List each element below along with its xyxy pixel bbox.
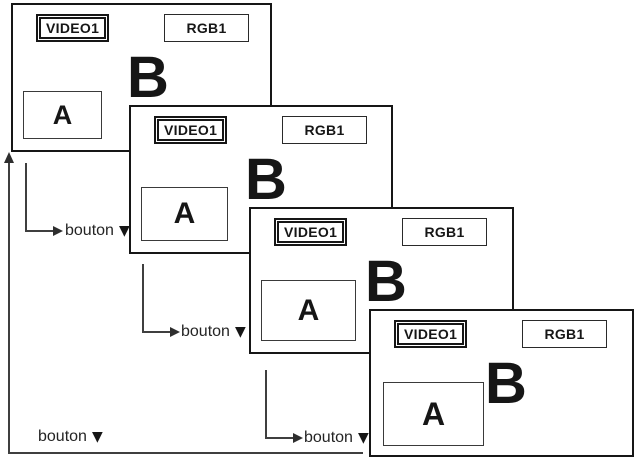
connector-3-horizontal-line bbox=[265, 437, 294, 439]
main-picture-letter: B bbox=[245, 147, 287, 212]
pip-source-badge: VIDEO1 bbox=[394, 320, 468, 348]
main-source-label: RGB1 bbox=[304, 122, 345, 138]
button-label-text: bouton bbox=[181, 323, 230, 340]
main-source-label: RGB1 bbox=[424, 224, 465, 240]
pip-source-badge: VIDEO1 bbox=[274, 218, 348, 246]
pip-source-label: VIDEO1 bbox=[46, 20, 100, 36]
main-source-badge: RGB1 bbox=[164, 14, 249, 42]
pip-window: A bbox=[261, 280, 356, 341]
pip-source-badge: VIDEO1 bbox=[154, 116, 228, 144]
button-label-text: bouton bbox=[304, 429, 353, 446]
connector-1-vertical-line bbox=[25, 163, 27, 232]
pip-source-badge-frame: VIDEO1 bbox=[39, 17, 107, 39]
pip-window: A bbox=[23, 91, 102, 139]
button-label-text: bouton bbox=[65, 222, 114, 239]
pip-source-label: VIDEO1 bbox=[404, 326, 458, 342]
pip-picture-letter: A bbox=[52, 99, 73, 130]
main-picture-letter: B bbox=[127, 45, 169, 110]
main-picture-letter: B bbox=[365, 249, 407, 314]
main-source-badge: RGB1 bbox=[522, 320, 607, 348]
pip-source-label: VIDEO1 bbox=[284, 224, 338, 240]
down-triangle-icon: ▼ bbox=[118, 223, 130, 239]
arrowhead-right-icon bbox=[293, 433, 303, 443]
pip-source-badge: VIDEO1 bbox=[36, 14, 110, 42]
pip-picture-letter: A bbox=[173, 197, 196, 230]
pip-window: A bbox=[141, 187, 228, 241]
arrowhead-right-icon bbox=[170, 327, 180, 337]
main-source-badge: RGB1 bbox=[282, 116, 367, 144]
pip-source-badge-frame: VIDEO1 bbox=[277, 221, 345, 243]
down-triangle-icon: ▼ bbox=[91, 429, 103, 445]
arrowhead-right-icon bbox=[53, 226, 63, 236]
button-down-label: bouton▼ bbox=[304, 429, 369, 447]
pip-source-badge-frame: VIDEO1 bbox=[157, 119, 225, 141]
cycle-return-horizontal-line bbox=[8, 452, 363, 454]
arrowhead-up-icon bbox=[4, 152, 14, 163]
main-source-badge: RGB1 bbox=[402, 218, 487, 246]
connector-1-horizontal-line bbox=[25, 230, 54, 232]
main-source-label: RGB1 bbox=[544, 326, 585, 342]
pip-source-badge-frame: VIDEO1 bbox=[397, 323, 465, 345]
button-label-text: bouton bbox=[38, 428, 87, 445]
screen-state-4: VIDEO1 RGB1 B A bbox=[369, 309, 634, 457]
pip-source-label: VIDEO1 bbox=[164, 122, 218, 138]
pip-picture-letter: A bbox=[421, 395, 446, 432]
pip-window: A bbox=[383, 382, 484, 446]
connector-2-horizontal-line bbox=[142, 331, 171, 333]
main-picture-letter: B bbox=[485, 351, 527, 416]
pip-picture-letter: A bbox=[297, 293, 320, 327]
down-triangle-icon: ▼ bbox=[357, 430, 369, 446]
button-down-label: bouton▼ bbox=[181, 323, 246, 341]
cycle-return-vertical-line bbox=[8, 162, 10, 454]
connector-2-vertical-line bbox=[142, 264, 144, 333]
main-source-label: RGB1 bbox=[186, 20, 227, 36]
button-down-label: bouton▼ bbox=[38, 428, 103, 446]
button-down-label: bouton▼ bbox=[65, 222, 130, 240]
down-triangle-icon: ▼ bbox=[234, 324, 246, 340]
connector-3-vertical-line bbox=[265, 370, 267, 439]
